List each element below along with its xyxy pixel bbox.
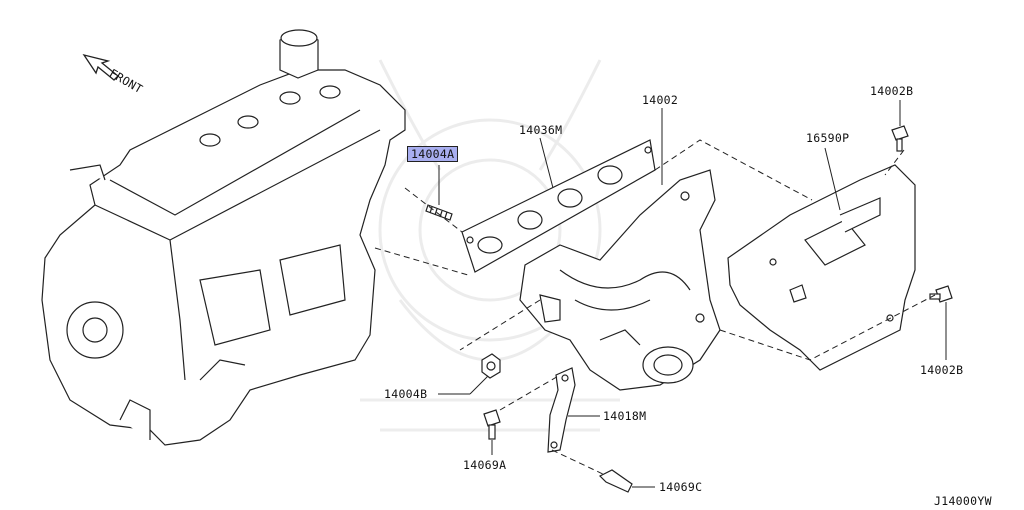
- leader-14004b-2: [469, 375, 489, 395]
- exhaust-manifold-14002: [519, 169, 721, 391]
- leader-14036m: [539, 137, 554, 189]
- heat-shield-16590p: [727, 164, 916, 371]
- alignment-dashed-lines: [374, 139, 936, 476]
- part-label-14004a[interactable]: 14004A: [407, 146, 459, 162]
- part-label-14002b-right[interactable]: 14002B: [920, 363, 964, 377]
- leader-16590p: [824, 147, 841, 211]
- diagram-code: J14000YW: [934, 494, 992, 508]
- front-arrow-icon: [82, 53, 119, 81]
- stud-14069c: [598, 469, 633, 493]
- part-label-16590p[interactable]: 16590P: [806, 131, 850, 145]
- part-label-14004b[interactable]: 14004B: [384, 387, 428, 401]
- bolt-14069a: [483, 409, 501, 440]
- bolt-14002b-right: [929, 285, 953, 303]
- gasket-14036m: [461, 139, 656, 273]
- part-label-14002b-top[interactable]: 14002B: [870, 84, 914, 98]
- engine-block: [41, 29, 406, 446]
- part-label-14018m[interactable]: 14018M: [603, 409, 647, 423]
- part-label-14002[interactable]: 14002: [642, 93, 679, 107]
- bracket-14018m: [547, 367, 576, 453]
- bolt-14002b-top: [891, 125, 909, 152]
- part-label-14069c[interactable]: 14069C: [659, 480, 703, 494]
- nut-14004b: [481, 353, 501, 379]
- part-label-14069a[interactable]: 14069A: [463, 458, 507, 472]
- part-label-14036m[interactable]: 14036M: [519, 123, 563, 137]
